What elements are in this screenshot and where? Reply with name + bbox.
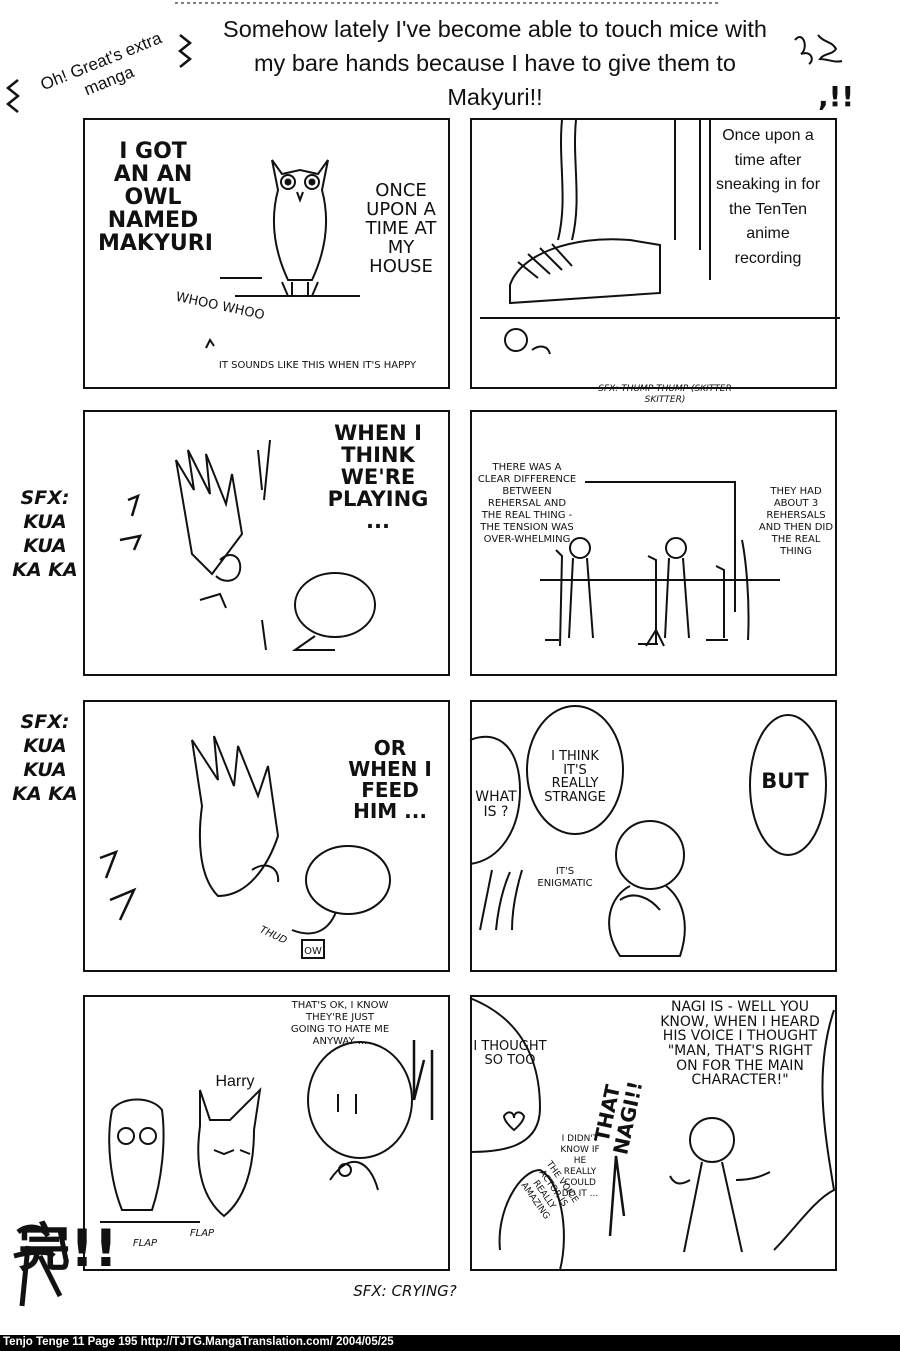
panel-rehearsal (470, 410, 837, 676)
harry-label: Harry (215, 1073, 255, 1090)
panel-enigmatic (470, 700, 837, 972)
panel-playing (83, 410, 450, 676)
panel-harry (83, 995, 450, 1271)
side-sfx-2: SFX: KUA KUA KA KA (12, 711, 78, 805)
panel-nagi (470, 995, 837, 1271)
crying-sfx: SFX: CRYING? (353, 1282, 457, 1300)
footer-bar: Tenjo Tenge 11 Page 195 http://TJTG.Mang… (0, 1335, 900, 1351)
end-mark: 完!! (18, 1219, 118, 1279)
extra-manga-badge: Oh! Great's extra manga (10, 26, 195, 126)
panel-owl-intro (83, 118, 450, 389)
page-title: Somehow lately I've become able to touch… (223, 16, 767, 110)
nagi-text: NAGI IS - WELL YOU KNOW, WHEN I HEARD HI… (660, 999, 820, 1089)
happy-note: IT SOUNDS LIKE THIS WHEN IT'S HAPPY (218, 360, 417, 371)
strange-text: I THINK IT'S REALLY STRANGE (544, 749, 606, 805)
enigmatic-text: IT'S ENIGMATIC (537, 866, 593, 889)
playing-text: WHEN I THINK WE'RE PLAYING ... (327, 421, 429, 534)
didnt-know-text: I DIDN'T KNOW IF HE REALLY COULD DO IT .… (560, 1134, 600, 1199)
panel-feeding (83, 700, 450, 972)
side-sfx-1: SFX: KUA KUA KA KA (12, 487, 78, 581)
ow-sfx: OW (304, 946, 322, 957)
panel-recording (470, 118, 837, 389)
flap-sfx-2: FLAP (189, 1228, 215, 1239)
once-upon-text: ONCE UPON A TIME AT MY HOUSE (365, 180, 437, 277)
header-exclaim: ,!! (818, 80, 855, 113)
hate-me-text: THAT'S OK, I KNOW THEY'RE JUST GOING TO … (290, 1000, 390, 1047)
rehearsal-left-text: THERE WAS A CLEAR DIFFERENCE BETWEEN REH… (477, 462, 577, 545)
footer-credit: Tenjo Tenge 11 Page 195 http://TJTG.Mang… (3, 1336, 394, 1348)
badge-text: Oh! Great's extra manga (37, 28, 165, 100)
thought-so-text: I THOUGHT SO TOO (473, 1039, 547, 1068)
feeding-text: OR WHEN I FEED HIM ... (348, 736, 432, 823)
owl-intro-text: I GOT AN AN OWL NAMED MAKYURI (98, 139, 213, 257)
flap-sfx-1: FLAP (132, 1238, 158, 1249)
rehearsal-right-text: THEY HAD ABOUT 3 REHERSALS AND THEN DID … (758, 486, 834, 557)
but-text: BUT (761, 769, 809, 793)
recording-caption: Once upon a time after sneaking in for t… (715, 127, 821, 267)
thump-sfx-caption: SFX: THUMP THUMP (SKITTER SKITTER) (598, 384, 732, 405)
what-is-text: WHAT IS ? (475, 789, 517, 820)
